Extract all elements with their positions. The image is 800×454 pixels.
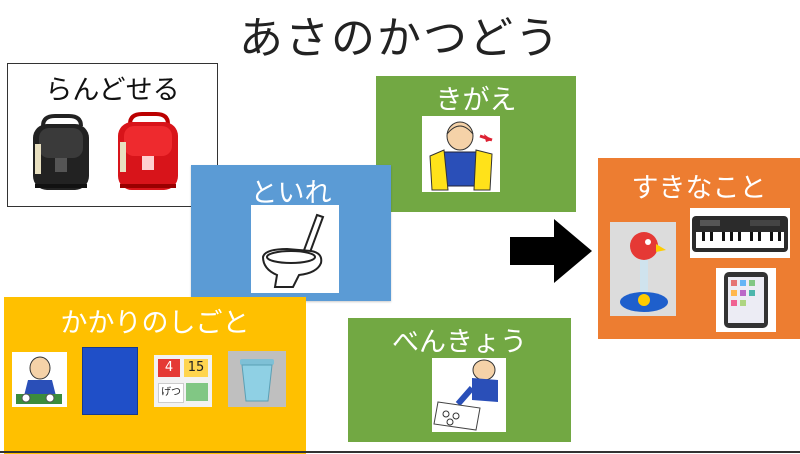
black-randoseru-icon	[33, 114, 89, 190]
card-kigae-label: きがえ	[435, 85, 517, 116]
card-kigae[interactable]: きがえ	[376, 76, 576, 212]
card-randoseru[interactable]: らんどせる	[7, 63, 218, 207]
card-kakari-label: かかりのしごと	[60, 308, 250, 339]
card-toire-label: といれ	[250, 178, 332, 209]
toilet-icon	[251, 205, 339, 293]
trash-bin-icon	[228, 351, 286, 407]
card-benkyou-label: べんきょう	[392, 327, 527, 358]
boy-eating-icon	[12, 352, 67, 407]
boy-writing-icon	[432, 358, 506, 432]
card-sukina-label: すきなこと	[631, 173, 767, 204]
bird-toy-icon	[610, 222, 676, 316]
date-weekday-cell: げつ	[158, 383, 184, 403]
slide-bottom-edge	[0, 451, 800, 453]
red-randoseru-icon	[118, 112, 178, 190]
card-toire[interactable]: といれ	[191, 165, 391, 301]
date-month-cell: 4	[158, 359, 180, 377]
tablet-icon	[716, 268, 776, 332]
keyboard-icon	[690, 208, 790, 258]
card-kakari[interactable]: かかりのしごと 4 15 げつ	[4, 297, 306, 454]
card-randoseru-label: らんどせる	[45, 75, 180, 106]
date-day-cell: 15	[184, 359, 208, 377]
page-title: あさのかつどう	[239, 13, 561, 64]
blue-folder-icon	[82, 347, 138, 415]
card-sukina[interactable]: すきなこと	[598, 158, 800, 339]
card-benkyou[interactable]: べんきょう	[348, 318, 571, 442]
changing-clothes-boy-icon	[422, 116, 500, 192]
date-board-icon: 4 15 げつ	[154, 355, 212, 407]
date-extra-cell	[186, 383, 208, 401]
right-arrow-icon	[510, 219, 592, 283]
